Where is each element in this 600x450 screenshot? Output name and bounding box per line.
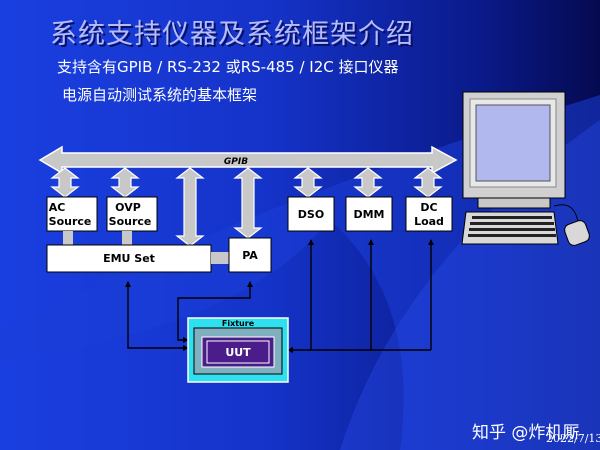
ac-source-box: AC Source [46,196,98,245]
uut-box: UUT [201,336,275,368]
pa-box: PA [228,237,272,273]
gpib-bus-label: GPIB [224,157,248,167]
connector-ac [50,167,80,198]
dmm-box: DMM [345,196,393,232]
dso-box: DSO [287,196,335,232]
slide-date: 2022/7/13 [546,432,600,445]
dso-label: DSO [298,208,324,221]
ovp-source-label-1: OVP [115,201,141,214]
slide-subtitle-framework: 电源自动测试系统的基本框架 [62,86,258,104]
uut-label: UUT [225,346,251,359]
watermark: 知乎 @炸机厮 [472,423,580,443]
ac-source-label-1: AC [49,201,66,214]
background-wedge [0,95,600,450]
gpib-bus: GPIB [38,145,458,175]
slide-title: 系统支持仪器及系统框架介绍 [50,19,414,50]
computer-icon [461,91,590,246]
ovp-source-box: OVP Source [106,196,158,245]
emu-set-box: EMU Set [46,244,229,273]
connector-emu [175,167,205,247]
emu-set-label: EMU Set [103,252,155,265]
keyboard-keys [468,216,556,237]
connector-pa [233,167,263,239]
connector-ovp [110,167,140,198]
dc-load-label-1: DC [420,201,437,214]
ac-source-label-2: Source [49,215,92,228]
dc-load-box: DC Load [405,196,453,232]
signal-wiring [125,239,434,353]
slide-subtitle-interfaces: 支持含有GPIB / RS-232 或RS-485 / I2C 接口仪器 [57,58,399,76]
ovp-source-label-2: Source [109,215,152,228]
pa-label: PA [242,249,258,262]
fixture-label: Fixture [222,319,255,328]
dc-load-label-2: Load [414,215,444,228]
dmm-label: DMM [353,208,384,221]
